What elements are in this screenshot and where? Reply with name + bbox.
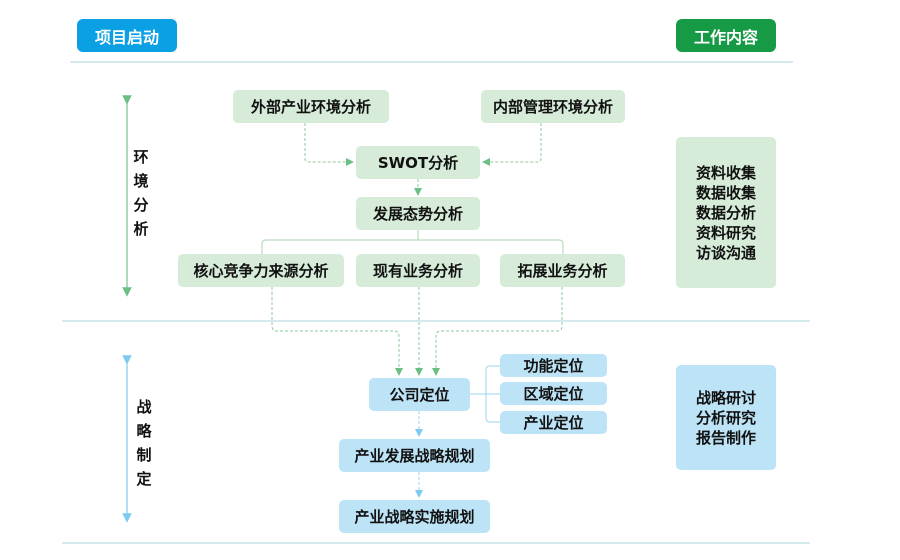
label-char: 战: [136, 398, 152, 416]
label-char: 析: [133, 220, 149, 238]
work-item: 报告制作: [695, 428, 756, 447]
work-item: 数据收集: [695, 183, 756, 202]
work-item: 数据分析: [695, 203, 756, 222]
node-industry-positioning: 产业定位: [500, 411, 607, 434]
node-core-competence: 核心竞争力来源分析: [178, 254, 344, 287]
node-swot: SWOT分析: [356, 146, 480, 179]
label-char: 略: [136, 422, 152, 440]
project-start-header: 项目启动: [77, 19, 177, 52]
node-expansion-business: 拓展业务分析: [500, 254, 625, 287]
node-existing-business: 现有业务分析: [356, 254, 480, 287]
label-char: 定: [136, 470, 152, 488]
node-external-analysis: 外部产业环境分析: [233, 90, 389, 123]
node-internal-analysis: 内部管理环境分析: [481, 90, 625, 123]
core-to-company: [271, 287, 403, 376]
phase1-label: 环 境 分 析: [131, 145, 151, 241]
node-trend: 发展态势分析: [356, 197, 480, 230]
phase1-work-panel: 资料收集 数据收集 数据分析 资料研究 访谈沟通: [676, 137, 776, 288]
work-item: 资料收集: [695, 163, 756, 182]
internal-to-swot: [482, 123, 542, 166]
work-item: 分析研究: [695, 408, 756, 427]
company-branch: [470, 365, 500, 423]
node-impl-strategy-plan: 产业战略实施规划: [339, 500, 490, 533]
label-char: 制: [136, 446, 152, 464]
work-item: 访谈沟通: [695, 243, 756, 262]
node-function-positioning: 功能定位: [500, 354, 607, 377]
work-item: 资料研究: [695, 223, 756, 242]
trend-branch: [261, 230, 564, 254]
node-region-positioning: 区域定位: [500, 382, 607, 405]
label-char: 环: [133, 148, 149, 166]
phase2-work-panel: 战略研讨 分析研究 报告制作: [676, 365, 776, 470]
phase2-label: 战 略 制 定: [134, 395, 154, 491]
external-to-swot: [304, 123, 354, 166]
expansion-to-company: [432, 287, 563, 376]
label-char: 境: [133, 172, 149, 190]
work-item: 战略研讨: [695, 388, 756, 407]
node-dev-strategy-plan: 产业发展战略规划: [339, 439, 490, 472]
work-content-header: 工作内容: [676, 19, 776, 52]
label-char: 分: [133, 196, 149, 214]
node-company-positioning: 公司定位: [369, 378, 470, 411]
